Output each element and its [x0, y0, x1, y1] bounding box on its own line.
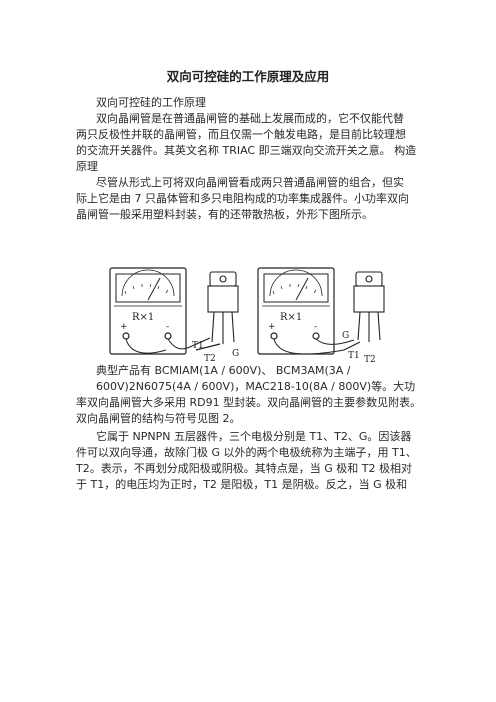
- paragraph-line: 尽管从形式上可将双向晶闸管看成两只普通晶闸管的组合，但实: [96, 176, 404, 189]
- meter-range-right: R×1: [280, 312, 302, 323]
- paragraph-line: 率双向晶闸管大多采用 RD91 型封装。双向晶闸管的主要参数见附表。: [76, 396, 422, 409]
- triac-right: [343, 271, 385, 351]
- document-title: 双向可控硅的工作原理及应用: [166, 69, 330, 84]
- paragraph-line: 双向晶闸管的结构与符号见图 2。: [76, 412, 241, 425]
- paragraph-line: 的交流开关器件。其英文名称 TRIAC 即三端双向交流开关之意。 构造: [76, 144, 417, 157]
- paragraph-line: 于 T1，的电压均为正时，T2 是阳极，T1 是阴极。反之，当 G 极和: [76, 478, 408, 491]
- paragraph-line: 晶闸管一般采用塑料封装，有的还带散热板，外形下图所示。: [76, 208, 373, 221]
- paragraph-line: 件可以双向导通，故除门极 G 以外的两个电极统称为主端子，用 T1、: [76, 446, 417, 459]
- meter-plus-right: +: [268, 322, 276, 332]
- paragraph-line: 它属于 NPNPN 五层器件，三个电极分别是 T1、T2、G。因该器: [96, 430, 412, 443]
- label-g-right: G: [342, 331, 349, 341]
- meter-plus-left: +: [120, 322, 128, 332]
- multimeter-right: [257, 267, 355, 355]
- paragraph-line: 双向晶闸管是在普通晶闸管的基础上发展而成的，它不仅能代替: [96, 112, 404, 125]
- paragraph-line: 600V)2N6075(4A / 600V)，MAC218-10(8A / 80…: [96, 380, 416, 393]
- figure-drawing: R×1 + - T1 T2 G: [109, 267, 385, 364]
- meter-minus-right: -: [314, 322, 317, 332]
- label-t2-left: T2: [204, 354, 216, 364]
- meter-minus-left: -: [166, 322, 169, 332]
- paragraph-line: T2。表示，不再划分成阳极或阴极。其特点是，当 G 极和 T2 极相对: [76, 462, 412, 475]
- triac-left: [191, 271, 239, 351]
- label-g-left: G: [232, 349, 239, 359]
- label-t1-left: T1: [192, 341, 204, 351]
- section-heading: 双向可控硅的工作原理: [96, 96, 206, 109]
- label-t2-right: T2: [364, 355, 376, 364]
- meter-range-left: R×1: [132, 312, 154, 323]
- paragraph-line: 原理: [76, 160, 98, 173]
- label-t1-right: T1: [348, 351, 360, 361]
- paragraph-line: 典型产品有 BCMlAM(1A / 600V)、 BCM3AM(3A /: [96, 364, 351, 377]
- multimeter-left: [109, 267, 193, 355]
- paragraph-line: 两只反极性并联的晶闸管，而且仅需一个触发电路，是目前比较理想: [76, 128, 406, 141]
- multimeter-test-figure: R×1 + - T1 T2 G: [108, 266, 388, 364]
- paragraph-line: 际上它是由 7 只晶体管和多只电阻构成的功率集成器件。小功率双向: [76, 192, 409, 205]
